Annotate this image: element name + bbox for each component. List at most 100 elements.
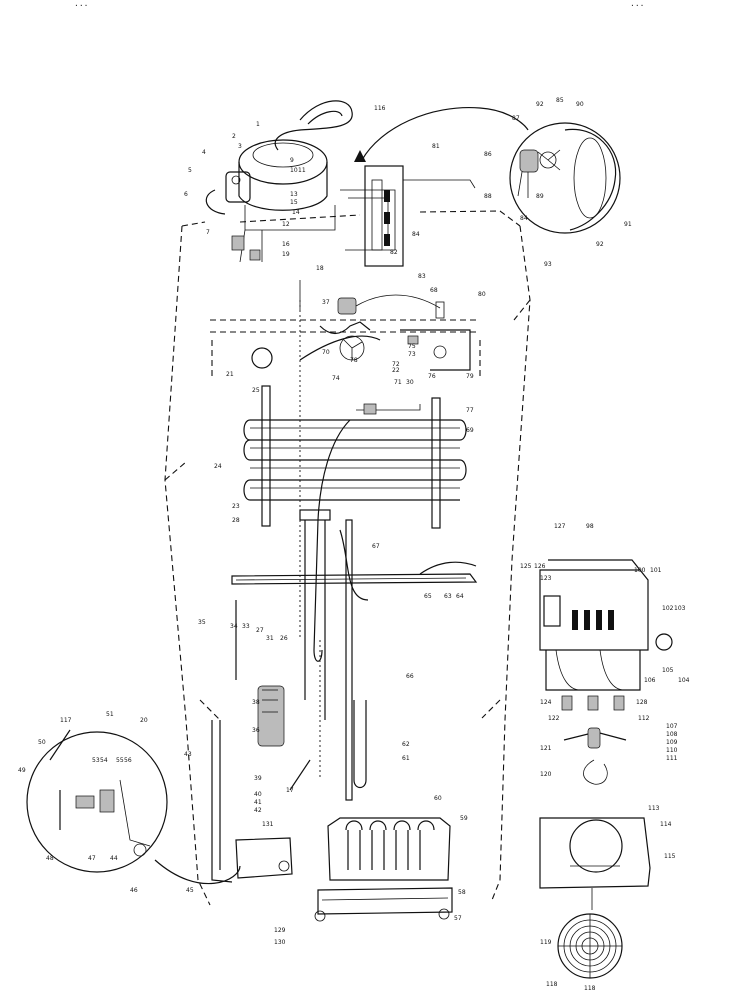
control-box bbox=[539, 559, 673, 711]
label-100: 100 bbox=[634, 567, 646, 574]
label-31: 31 bbox=[266, 635, 274, 642]
label-114: 114 bbox=[660, 821, 672, 828]
label-10: 10 bbox=[290, 167, 298, 174]
compressor-assembly bbox=[205, 100, 396, 263]
label-43: 43 bbox=[184, 751, 192, 758]
label-39: 39 bbox=[254, 775, 262, 782]
label-64: 64 bbox=[456, 593, 464, 600]
label-50: 50 bbox=[38, 739, 46, 746]
label-86: 86 bbox=[484, 151, 492, 158]
label-38: 38 bbox=[252, 699, 260, 706]
label-108: 108 bbox=[666, 731, 678, 738]
label-93: 93 bbox=[544, 261, 552, 268]
fan-grille bbox=[557, 913, 623, 979]
left-lower-components bbox=[211, 600, 311, 883]
relay-inset bbox=[26, 729, 241, 885]
label-63: 63 bbox=[444, 593, 452, 600]
header-right-text: ... bbox=[630, 0, 644, 8]
label-49: 49 bbox=[18, 767, 26, 774]
label-78: 78 bbox=[350, 357, 358, 364]
label-101: 101 bbox=[650, 567, 662, 574]
label-129: 129 bbox=[274, 927, 286, 934]
label-1: 1 bbox=[256, 121, 260, 128]
label-15: 15 bbox=[290, 199, 298, 206]
label-122: 122 bbox=[548, 715, 560, 722]
label-104: 104 bbox=[678, 677, 690, 684]
label-47: 47 bbox=[88, 855, 96, 862]
label-87: 87 bbox=[512, 115, 520, 122]
label-61: 61 bbox=[402, 755, 410, 762]
label-73: 73 bbox=[408, 351, 416, 358]
label-66: 66 bbox=[406, 673, 414, 680]
label-4: 4 bbox=[202, 149, 206, 156]
label-68: 68 bbox=[430, 287, 438, 294]
label-69: 69 bbox=[466, 427, 474, 434]
label-120: 120 bbox=[540, 771, 552, 778]
label-57: 57 bbox=[454, 915, 462, 922]
label-13: 13 bbox=[290, 191, 298, 198]
label-23: 23 bbox=[232, 503, 240, 510]
label-92-alt: 92 bbox=[596, 241, 604, 248]
label-71: 71 bbox=[394, 379, 402, 386]
label-22: 22 bbox=[392, 367, 400, 374]
label-17: 17 bbox=[286, 787, 294, 794]
label-67: 67 bbox=[372, 543, 380, 550]
label-103: 103 bbox=[674, 605, 686, 612]
label-41: 41 bbox=[254, 799, 262, 806]
label-36: 36 bbox=[252, 727, 260, 734]
condenser-base bbox=[314, 700, 453, 922]
label-83: 83 bbox=[418, 273, 426, 280]
label-2: 2 bbox=[232, 133, 236, 140]
label-105: 105 bbox=[662, 667, 674, 674]
label-74: 74 bbox=[332, 375, 340, 382]
label-53: 53 bbox=[92, 757, 100, 764]
label-5: 5 bbox=[188, 167, 192, 174]
label-124: 124 bbox=[540, 699, 552, 706]
label-34: 34 bbox=[230, 623, 238, 630]
label-48: 48 bbox=[46, 855, 54, 862]
label-76: 76 bbox=[428, 373, 436, 380]
label-85: 85 bbox=[556, 97, 564, 104]
label-89: 89 bbox=[536, 193, 544, 200]
label-25: 25 bbox=[252, 387, 260, 394]
label-70: 70 bbox=[322, 349, 330, 356]
cabinet-outline bbox=[164, 210, 531, 906]
label-107: 107 bbox=[666, 723, 678, 730]
label-72: 72 bbox=[392, 361, 400, 368]
label-35: 35 bbox=[198, 619, 206, 626]
refrigerant-lines bbox=[299, 280, 369, 801]
label-55: 55 bbox=[116, 757, 124, 764]
label-58: 58 bbox=[458, 889, 466, 896]
label-11: 11 bbox=[298, 167, 306, 174]
label-80: 80 bbox=[478, 291, 486, 298]
label-37: 37 bbox=[322, 299, 330, 306]
label-117: 117 bbox=[60, 717, 72, 724]
label-6: 6 bbox=[184, 191, 188, 198]
label-84-alt: 84 bbox=[520, 215, 528, 222]
label-14: 14 bbox=[292, 209, 300, 216]
control-housing bbox=[251, 294, 471, 371]
label-26: 26 bbox=[280, 635, 288, 642]
label-81: 81 bbox=[432, 143, 440, 150]
evaporator-panel bbox=[354, 106, 529, 267]
label-65: 65 bbox=[424, 593, 432, 600]
label-126: 126 bbox=[534, 563, 546, 570]
label-130: 130 bbox=[274, 939, 286, 946]
label-62: 62 bbox=[402, 741, 410, 748]
label-27: 27 bbox=[256, 627, 264, 634]
label-79: 79 bbox=[466, 373, 474, 380]
label-82: 82 bbox=[390, 249, 398, 256]
label-16: 16 bbox=[282, 241, 290, 248]
label-18: 18 bbox=[316, 265, 324, 272]
callout-labels: 1 2 3 4 5 6 7 9 10 11 12 13 14 15 16 17 … bbox=[18, 97, 690, 992]
label-102: 102 bbox=[662, 605, 674, 612]
condenser-fan bbox=[539, 727, 651, 910]
label-111: 111 bbox=[666, 755, 678, 762]
label-51: 51 bbox=[106, 711, 114, 718]
label-42: 42 bbox=[254, 807, 262, 814]
label-90: 90 bbox=[576, 101, 584, 108]
label-121: 121 bbox=[540, 745, 552, 752]
divider-mullion bbox=[231, 561, 478, 585]
label-21: 21 bbox=[226, 371, 234, 378]
